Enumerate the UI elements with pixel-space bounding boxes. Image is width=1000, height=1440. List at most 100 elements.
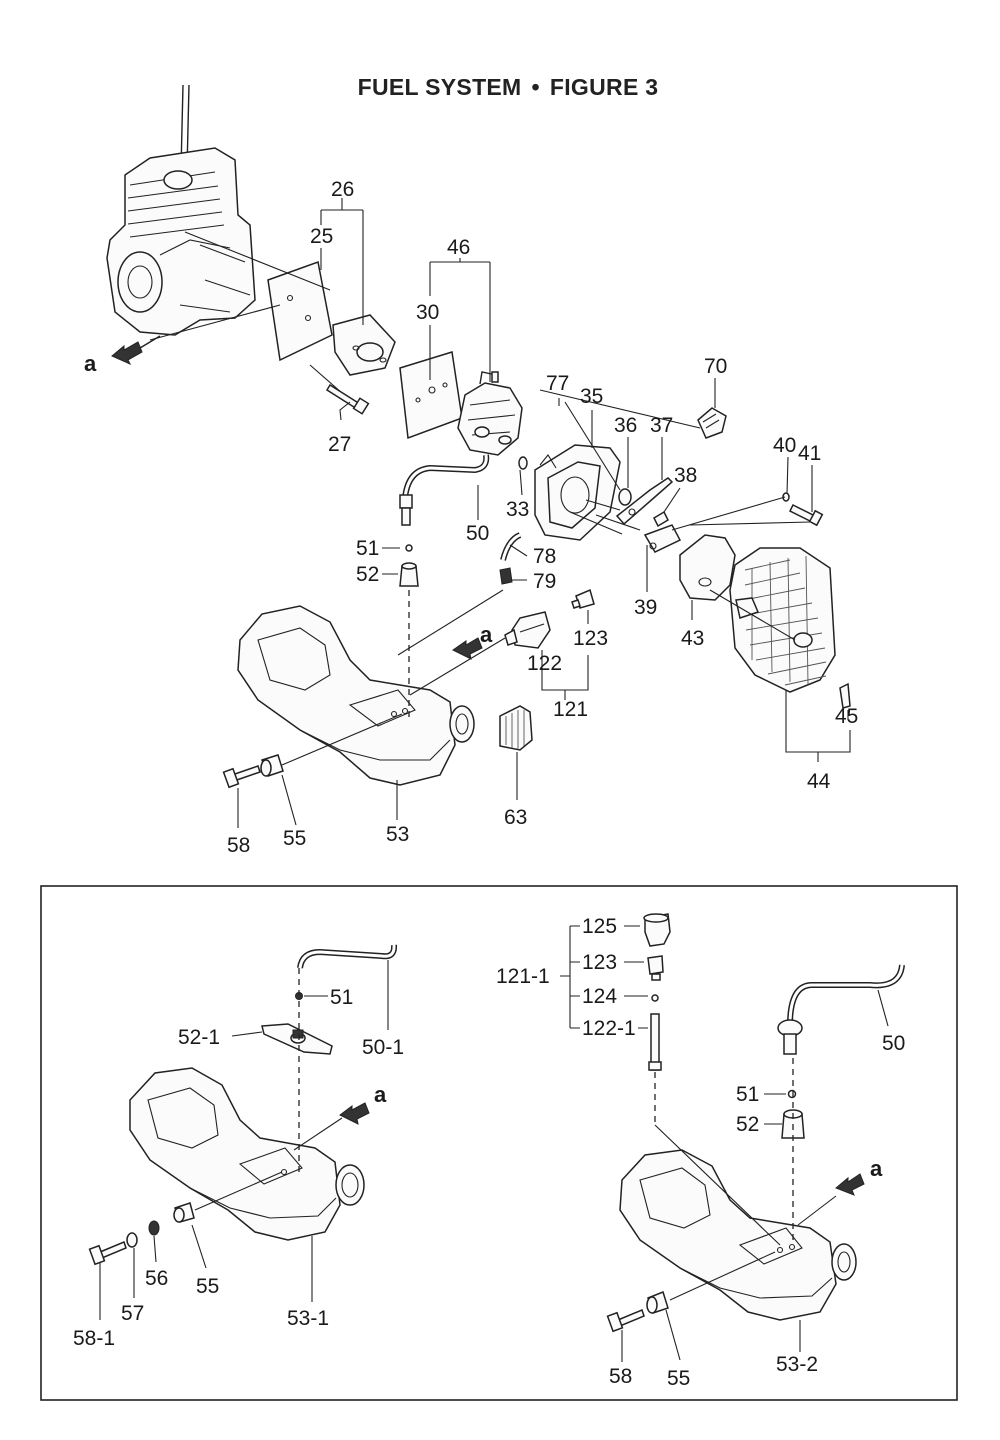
label-26: 26 bbox=[331, 178, 354, 201]
label-44: 44 bbox=[807, 770, 831, 793]
label-121: 121 bbox=[553, 698, 588, 721]
label-25: 25 bbox=[310, 225, 333, 248]
inset-left-label-53-1: 53-1 bbox=[287, 1307, 329, 1330]
air-cleaner-cover-44 bbox=[729, 547, 836, 693]
marker-arrow-a-inset-right bbox=[835, 1173, 865, 1196]
inset-right-fuel-tank-53-2 bbox=[619, 1149, 857, 1321]
inset-right-bushing-55 bbox=[646, 1291, 669, 1314]
spring-38 bbox=[653, 510, 669, 528]
inset-right-pipe-122-1 bbox=[648, 1013, 662, 1071]
label-53: 53 bbox=[386, 823, 409, 846]
inset-right-label-58: 58 bbox=[609, 1365, 632, 1388]
page-title: FUEL SYSTEM • FIGURE 3 bbox=[0, 74, 1000, 101]
label-30: 30 bbox=[416, 301, 439, 324]
label-58: 58 bbox=[227, 834, 250, 857]
check-valve-123 bbox=[571, 588, 595, 609]
title-separator: • bbox=[531, 74, 540, 100]
fuel-pipe-77 bbox=[523, 398, 569, 431]
bushing-55 bbox=[260, 754, 284, 777]
fuel-tank-53 bbox=[237, 605, 475, 786]
label-122: 122 bbox=[527, 652, 562, 675]
title-figure: FIGURE 3 bbox=[549, 74, 659, 100]
inset-right-label-50: 50 bbox=[882, 1032, 905, 1055]
label-63: 63 bbox=[504, 806, 527, 829]
bolt-27 bbox=[325, 383, 370, 415]
label-55: 55 bbox=[283, 827, 306, 850]
label-35: 35 bbox=[580, 385, 603, 408]
marker-arrow-a-main-left bbox=[111, 335, 161, 366]
gasket-30 bbox=[399, 351, 463, 440]
inset-left-label-50-1: 50-1 bbox=[362, 1036, 404, 1059]
inset-right-filter-51 bbox=[787, 1089, 797, 1099]
inset-right-label-125: 125 bbox=[582, 915, 617, 938]
marker-arrow-a-main-middle bbox=[452, 637, 483, 660]
grommet-79 bbox=[499, 567, 513, 585]
inset-right-label-55: 55 bbox=[667, 1367, 690, 1390]
fuel-pipe-50 bbox=[399, 454, 490, 526]
carburetor-46 bbox=[457, 371, 523, 456]
inset-right-cap-125 bbox=[643, 913, 671, 947]
inset-left-label-52-1: 52-1 bbox=[178, 1026, 220, 1049]
weight-52 bbox=[399, 562, 419, 587]
inset-right-fuel-pipe-50 bbox=[777, 964, 905, 1055]
inset-right-bolt-58 bbox=[606, 1308, 645, 1333]
label-123: 123 bbox=[573, 627, 608, 650]
air-cleaner-case-35 bbox=[534, 444, 621, 541]
label-38: 38 bbox=[674, 464, 697, 487]
inset-right-label-51: 51 bbox=[736, 1083, 759, 1106]
label-37: 37 bbox=[650, 414, 673, 437]
inset-right-label-121-1: 121-1 bbox=[496, 965, 550, 988]
inset-left-label-51: 51 bbox=[330, 986, 353, 1009]
label-52: 52 bbox=[356, 563, 379, 586]
engine-block bbox=[106, 84, 256, 336]
inset-left-label-58-1: 58-1 bbox=[73, 1327, 115, 1350]
screw-45 bbox=[839, 682, 851, 709]
label-43: 43 bbox=[681, 627, 704, 650]
choke-knob-70 bbox=[697, 407, 727, 439]
inset-left-washer-57 bbox=[126, 1232, 138, 1248]
label-41: 41 bbox=[798, 442, 821, 465]
inset-left-washer-56 bbox=[148, 1220, 160, 1236]
label-77: 77 bbox=[546, 372, 569, 395]
label-36: 36 bbox=[614, 414, 637, 437]
gasket-25 bbox=[267, 260, 333, 362]
title-main: FUEL SYSTEM bbox=[357, 74, 522, 100]
arrow-a-label-main-middle: a bbox=[480, 622, 493, 647]
label-40: 40 bbox=[773, 434, 796, 457]
arrow-a-label-main-left: a bbox=[84, 351, 97, 376]
bolt-41 bbox=[788, 503, 824, 527]
inset-left-bracket-52-1 bbox=[261, 1023, 333, 1055]
insulator-26 bbox=[332, 314, 396, 376]
inset-right-o-ring-124 bbox=[651, 994, 659, 1002]
label-33: 33 bbox=[506, 498, 529, 521]
arrow-a-label-inset-right: a bbox=[870, 1156, 883, 1181]
inset-frame bbox=[40, 885, 958, 1401]
pipe-78 bbox=[500, 532, 522, 561]
bolt-58 bbox=[222, 765, 261, 789]
inset-left-label-57: 57 bbox=[121, 1302, 144, 1325]
filter-51 bbox=[405, 544, 413, 552]
label-51: 51 bbox=[356, 537, 379, 560]
washer-40 bbox=[782, 492, 790, 502]
inset-right-label-53-2: 53-2 bbox=[776, 1353, 818, 1376]
label-70: 70 bbox=[704, 355, 727, 378]
label-45: 45 bbox=[835, 705, 858, 728]
inset-left-fuel-tank-53-1 bbox=[129, 1067, 365, 1241]
label-39: 39 bbox=[634, 596, 657, 619]
label-27: 27 bbox=[328, 433, 351, 456]
element-36 bbox=[618, 488, 632, 506]
inset-right-label-123: 123 bbox=[582, 951, 617, 974]
inset-left-label-56: 56 bbox=[145, 1267, 168, 1290]
label-79: 79 bbox=[533, 570, 556, 593]
tank-cap-63 bbox=[499, 705, 533, 751]
inset-right-check-valve-123 bbox=[647, 955, 664, 981]
inset-right-label-122-1: 122-1 bbox=[582, 1017, 636, 1040]
inset-left-fuel-pipe-50-1 bbox=[297, 944, 398, 969]
primer-pump-122 bbox=[504, 611, 551, 649]
plate-39 bbox=[643, 524, 682, 553]
label-50: 50 bbox=[466, 522, 489, 545]
inset-right-label-124: 124 bbox=[582, 985, 617, 1008]
arrow-a-label-inset-left: a bbox=[374, 1082, 387, 1107]
o-ring-33 bbox=[518, 456, 528, 470]
